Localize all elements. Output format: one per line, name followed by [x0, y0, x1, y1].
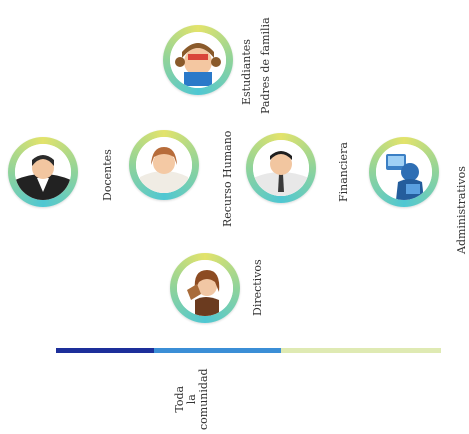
administrativos-label: Administrativos	[455, 166, 468, 254]
padres-label: Padres de familia	[259, 17, 272, 114]
comunidad-line-3: comunidad	[197, 368, 210, 430]
student-avatar-icon	[170, 32, 226, 88]
timeline-segment-2	[154, 348, 281, 353]
director-avatar-icon	[177, 260, 233, 316]
finance-avatar-icon	[253, 140, 309, 196]
timeline-segment-1	[56, 348, 154, 353]
estudiantes-label-line2: Padres de familia	[259, 17, 272, 114]
node-recurso-humano	[129, 130, 199, 200]
node-administrativos	[369, 137, 439, 207]
teacher-avatar-icon	[15, 144, 71, 200]
hr-avatar-icon	[136, 137, 192, 193]
estudiantes-label-line1: Estudiantes	[240, 39, 253, 105]
estudiantes-label: Estudiantes	[240, 39, 253, 105]
node-estudiantes	[163, 25, 233, 95]
node-financiera	[246, 133, 316, 203]
timeline-segment-3	[281, 348, 441, 353]
node-docentes	[8, 137, 78, 207]
docentes-label: Docentes	[101, 149, 114, 201]
node-directivos	[170, 253, 240, 323]
recurso-humano-label: Recurso Humano	[221, 130, 234, 227]
directivos-label: Directivos	[251, 259, 264, 316]
admin-avatar-icon	[376, 144, 432, 200]
toda-la-comunidad-label: Toda la comunidad	[173, 368, 210, 430]
financiera-label: Financiera	[337, 142, 350, 202]
